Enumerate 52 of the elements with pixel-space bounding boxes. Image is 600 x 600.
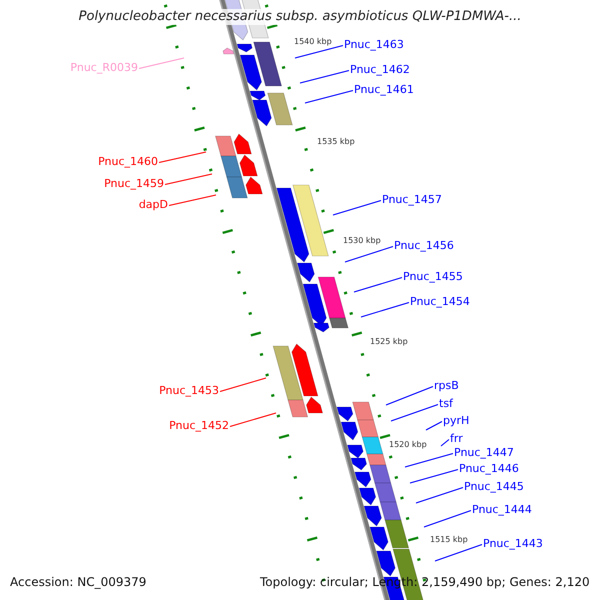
scale-label: 1540 kbp xyxy=(294,37,332,47)
gene-label: Pnuc_R0039 xyxy=(70,61,138,74)
gene-label: rpsB xyxy=(434,379,459,392)
gene-label: Pnuc_1446 xyxy=(459,462,519,475)
gene-label: Pnuc_1460 xyxy=(98,155,158,168)
gene-label: Pnuc_1456 xyxy=(394,239,454,252)
leader-line xyxy=(138,58,184,69)
info-text: Topology: circular; Length: 2,159,490 bp; Genes: 2,120 xyxy=(260,575,590,589)
leader-line xyxy=(354,277,402,292)
scale-label: 1530 kbp xyxy=(343,236,381,246)
gene-label: Pnuc_1463 xyxy=(344,38,404,51)
leader-line xyxy=(386,386,434,406)
leader-line xyxy=(294,45,344,58)
leader-line xyxy=(440,439,450,446)
scale-label: 1520 kbp xyxy=(389,440,427,450)
leader-line xyxy=(168,194,216,206)
leader-line xyxy=(344,246,394,262)
gene-label: Pnuc_1459 xyxy=(104,177,164,190)
leader-line xyxy=(230,412,276,427)
gene-label: frr xyxy=(450,432,463,445)
gene-label: dapD xyxy=(138,198,168,211)
leader-line xyxy=(424,510,472,528)
leader-line xyxy=(410,469,458,484)
gene-label: Pnuc_1455 xyxy=(403,270,463,283)
leader-line xyxy=(300,70,350,84)
leader-line xyxy=(164,174,212,185)
leader-line xyxy=(426,421,442,430)
gene-label: Pnuc_1445 xyxy=(464,480,524,493)
leader-line xyxy=(434,544,482,562)
scale-label: 1515 kbp xyxy=(430,535,468,545)
gene-label: Pnuc_1444 xyxy=(472,503,532,516)
gene-label: Pnuc_1443 xyxy=(483,537,543,550)
scale-label: 1535 kbp xyxy=(317,137,355,147)
gene-label: tsf xyxy=(439,397,453,410)
leader-line xyxy=(390,404,438,422)
gene-label: Pnuc_1461 xyxy=(354,83,414,96)
gene-label: Pnuc_1462 xyxy=(350,63,410,76)
scale-label: 1525 kbp xyxy=(370,337,408,347)
gene-label: Pnuc_1454 xyxy=(410,295,470,308)
gene-label: pyrH xyxy=(443,414,470,427)
gene-label: Pnuc_1447 xyxy=(454,446,514,459)
leader-line xyxy=(404,453,454,468)
leader-line xyxy=(304,90,354,104)
leader-line xyxy=(158,152,206,163)
gene-label: Pnuc_1457 xyxy=(382,193,442,206)
leader-line xyxy=(416,487,464,504)
leader-line xyxy=(220,378,266,392)
gene-label: Pnuc_1452 xyxy=(169,419,229,432)
leader-line xyxy=(360,302,410,318)
leader-line xyxy=(332,200,382,216)
gene-label: Pnuc_1453 xyxy=(159,384,219,397)
info-text: Accession: NC_009379 xyxy=(10,575,146,589)
